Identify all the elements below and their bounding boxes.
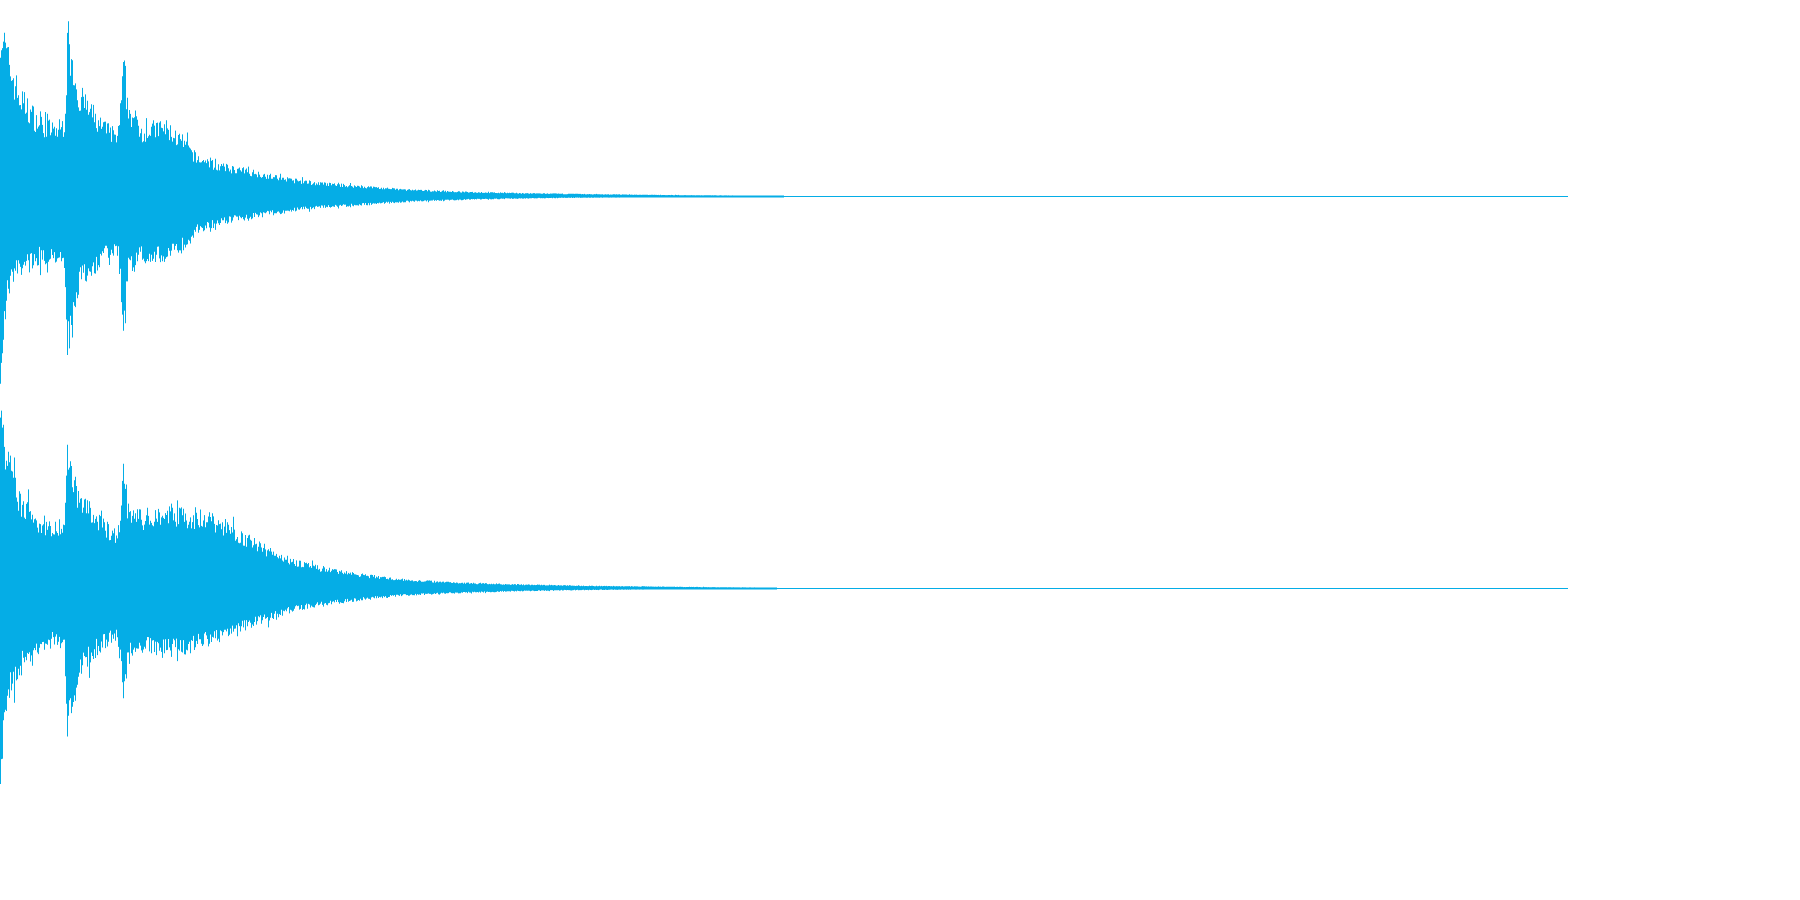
channel-right-amplitude [0,410,777,784]
channel-left-waveform [0,21,1568,384]
waveform-svg [0,21,1568,784]
channel-left-amplitude [0,21,784,384]
channel-right-waveform [0,410,1568,784]
waveform-canvas [0,21,1568,784]
